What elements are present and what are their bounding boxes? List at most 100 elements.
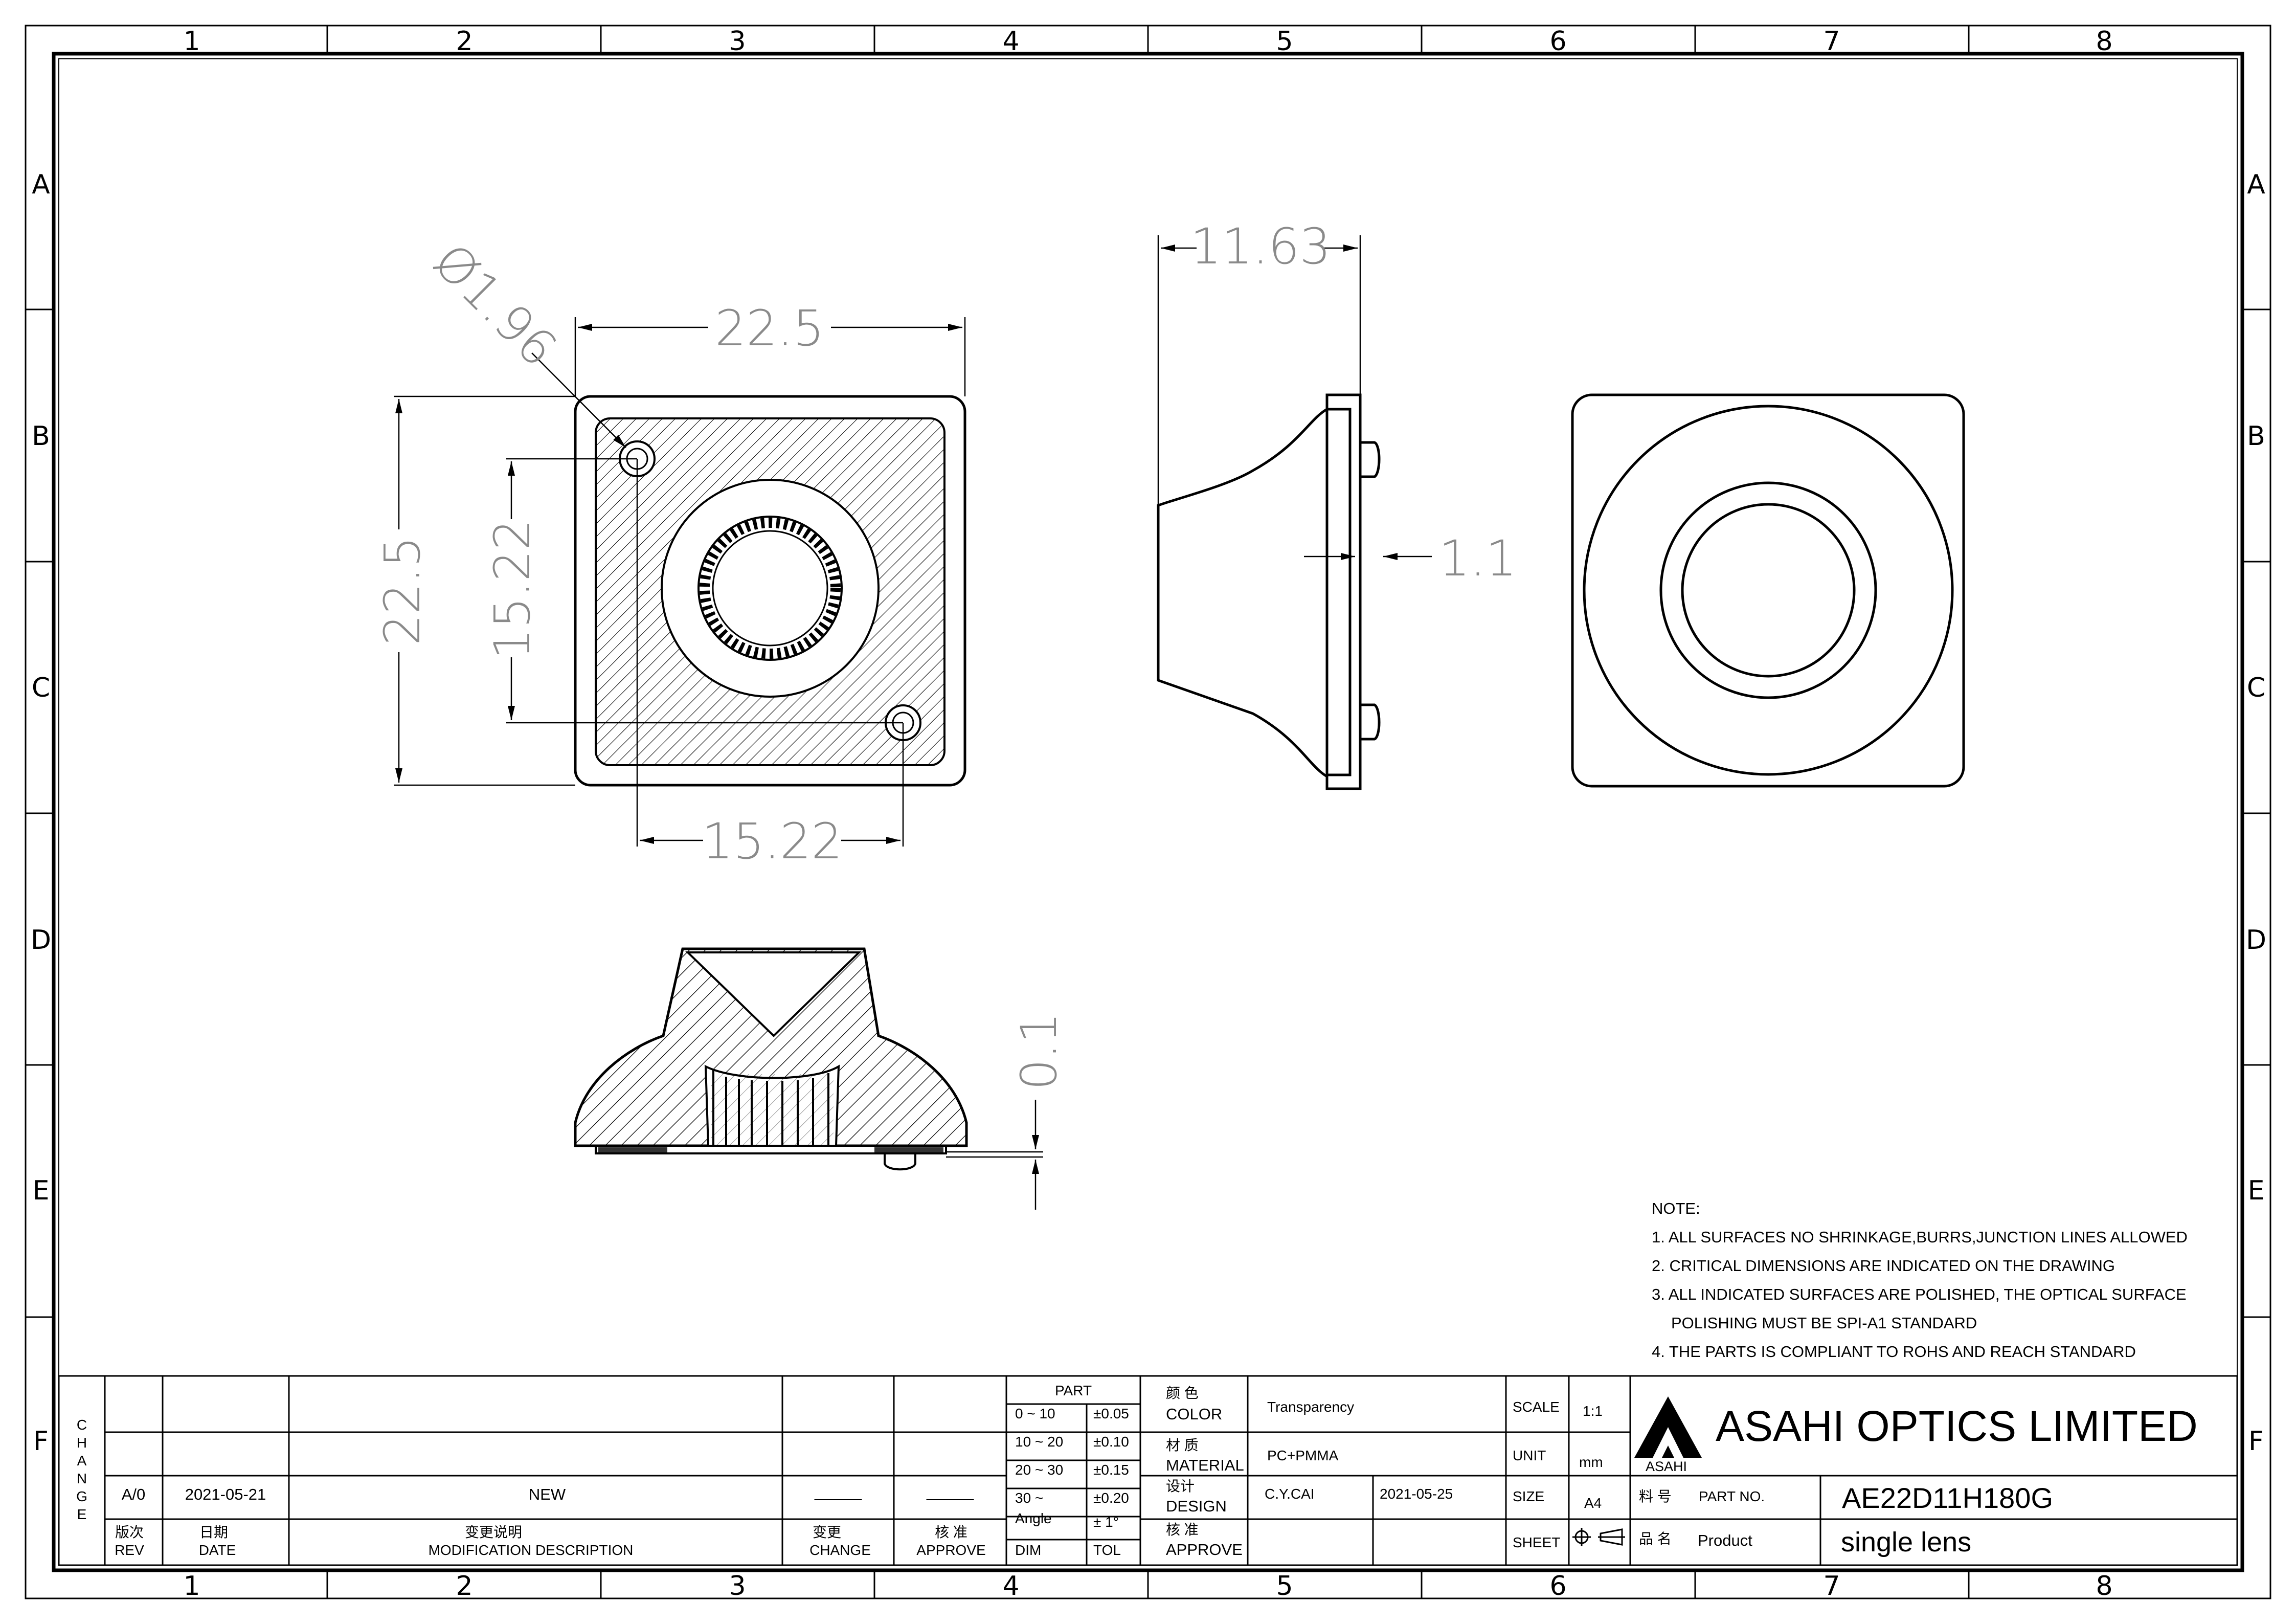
column-label: 8 <box>2096 1571 2112 1601</box>
design-date: 2021-05-25 <box>1380 1486 1453 1502</box>
design-label-cn: 设计 <box>1166 1478 1195 1494</box>
column-label: 5 <box>1276 26 1293 57</box>
material-label-cn: 材 质 <box>1166 1437 1199 1453</box>
product-value: single lens <box>1841 1527 1971 1558</box>
company-name: ASAHI OPTICS LIMITED <box>1716 1402 2198 1450</box>
material-label-en: MATERIAL <box>1166 1456 1244 1474</box>
row-labels-right: A B C D E F <box>2246 169 2266 1457</box>
row-label: B <box>32 421 50 452</box>
row-label: A <box>32 169 50 200</box>
date-header-en: DATE <box>199 1542 236 1558</box>
tolerance-dim-label: DIM <box>1015 1542 1041 1558</box>
revision-change: ——— <box>815 1489 862 1507</box>
note-item-continuation: POLISHING MUST BE SPI-A1 STANDARD <box>1671 1314 1977 1332</box>
unit-label: UNIT <box>1513 1448 1546 1463</box>
row-label: F <box>2248 1426 2264 1457</box>
tolerance-value: ±0.05 <box>1093 1406 1129 1421</box>
back-view <box>1571 393 1965 788</box>
dimension-bottom-gap: 0.1 <box>1010 1012 1068 1091</box>
revision-approve: ——— <box>927 1489 974 1507</box>
column-label: 2 <box>456 26 472 57</box>
row-label: E <box>2248 1175 2265 1206</box>
scale-label: SCALE <box>1513 1399 1560 1415</box>
revision-rev: A/0 <box>122 1485 146 1503</box>
column-label: 1 <box>183 26 200 57</box>
rev-header-cn: 版次 <box>115 1524 144 1540</box>
tolerance-tol-label: TOL <box>1093 1542 1121 1558</box>
revision-date: 2021-05-21 <box>185 1485 266 1503</box>
column-label: 4 <box>1002 1571 1019 1601</box>
title-block-text: C H A N G E A/0 2021-05-21 NEW ——— ——— 版… <box>76 1383 2198 1559</box>
svg-text:G: G <box>76 1488 87 1504</box>
row-labels-left: A B C D E F <box>31 169 51 1457</box>
product-label-en: Product <box>1698 1531 1752 1549</box>
side-view <box>1157 393 1381 790</box>
tolerance-value: ±0.15 <box>1093 1462 1129 1478</box>
column-label: 7 <box>1823 1571 1840 1601</box>
row-label: E <box>33 1175 50 1206</box>
column-labels-bottom: 1 2 3 4 5 6 7 8 <box>183 1571 2112 1601</box>
row-label: D <box>2246 925 2266 955</box>
svg-text:N: N <box>77 1471 87 1486</box>
change-header-en: CHANGE <box>809 1542 871 1558</box>
part-no-label-en: PART NO. <box>1699 1488 1765 1504</box>
approve-label-cn: 核 准 <box>1166 1522 1199 1538</box>
approve-label-en: APPROVE <box>1166 1541 1243 1559</box>
part-no-label-cn: 料 号 <box>1639 1488 1672 1504</box>
dimension-height: 22.5 <box>374 536 431 646</box>
note-item: 2. CRITICAL DIMENSIONS ARE INDICATED ON … <box>1652 1257 2115 1275</box>
tolerance-value: ± 1° <box>1093 1514 1119 1530</box>
drawing-frame <box>25 25 2271 1599</box>
color-value: Transparency <box>1267 1399 1354 1415</box>
section-view <box>574 947 968 1171</box>
dimension-hole-pitch-horizontal: 15.22 <box>702 813 843 870</box>
column-label: 7 <box>1823 26 1840 57</box>
note-item: 4. THE PARTS IS COMPLIANT TO ROHS AND RE… <box>1652 1343 2136 1361</box>
approve-header-cn: 核 准 <box>935 1524 967 1540</box>
size-value: A4 <box>1584 1495 1602 1511</box>
dimension-hole-pitch-vertical: 15.22 <box>484 519 541 660</box>
tolerance-title: PART <box>1055 1383 1092 1398</box>
dimension-width: 22.5 <box>715 300 824 357</box>
dimension-flange-thickness: 1.1 <box>1439 530 1517 587</box>
material-value: PC+PMMA <box>1267 1448 1339 1463</box>
logo-text: ASAHI <box>1646 1459 1687 1474</box>
size-label: SIZE <box>1513 1488 1544 1504</box>
column-label: 6 <box>1549 26 1566 57</box>
dimension-overall-depth: 11.63 <box>1190 218 1331 275</box>
scale-value: 1:1 <box>1583 1403 1603 1419</box>
front-view <box>574 395 966 787</box>
note-item: 1. ALL SURFACES NO SHRINKAGE,BURRS,JUNCT… <box>1652 1228 2188 1246</box>
tolerance-dim: 10 ~ 20 <box>1015 1434 1063 1450</box>
sheet-label: SHEET <box>1513 1534 1560 1550</box>
change-header-cn: 变更 <box>813 1524 841 1540</box>
tolerance-value: ±0.20 <box>1093 1490 1129 1506</box>
color-label-en: COLOR <box>1166 1405 1222 1423</box>
svg-text:H: H <box>77 1435 87 1451</box>
note-item: 3. ALL INDICATED SURFACES ARE POLISHED, … <box>1652 1285 2187 1303</box>
design-value: C.Y.CAI <box>1265 1486 1315 1502</box>
tolerance-dim: 20 ~ 30 <box>1015 1462 1063 1478</box>
notes-block: NOTE: 1. ALL SURFACES NO SHRINKAGE,BURRS… <box>1652 1194 2214 1366</box>
row-label: D <box>31 925 51 955</box>
row-label: A <box>2247 169 2265 200</box>
side-view-dimensions <box>1157 235 1432 560</box>
row-label: C <box>32 673 50 703</box>
column-label: 5 <box>1276 1571 1293 1601</box>
desc-header-en: MODIFICATION DESCRIPTION <box>429 1542 634 1558</box>
column-label: 4 <box>1002 26 1019 57</box>
tolerance-dim: Angle <box>1015 1510 1052 1526</box>
part-no-value: AE22D11H180G <box>1842 1482 2053 1514</box>
tolerance-dim: 0 ~ 10 <box>1015 1406 1055 1421</box>
color-label-cn: 颜 色 <box>1166 1385 1199 1401</box>
tolerance-value: ±0.10 <box>1093 1434 1129 1450</box>
svg-text:E: E <box>77 1506 87 1522</box>
row-label: F <box>33 1426 49 1457</box>
desc-header-cn: 变更说明 <box>465 1524 522 1540</box>
notes-title: NOTE: <box>1652 1199 1700 1217</box>
row-label: B <box>2247 421 2265 452</box>
dimension-hole-diameter: Ø1.96 <box>422 233 568 378</box>
tolerance-dim: 30 ~ <box>1015 1490 1043 1506</box>
unit-value: mm <box>1579 1454 1603 1470</box>
